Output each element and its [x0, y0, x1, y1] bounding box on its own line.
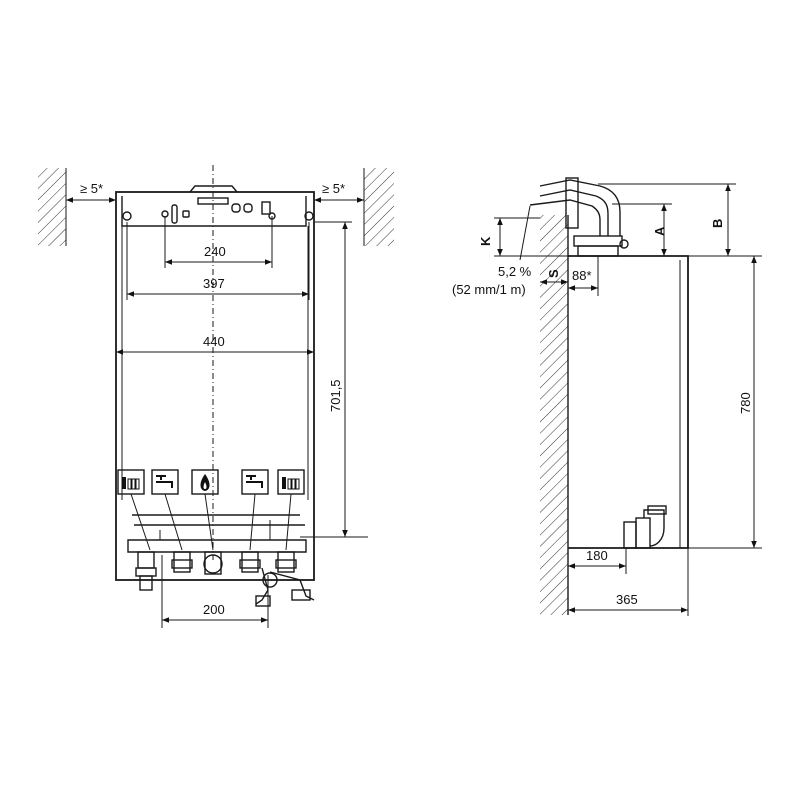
dim-88: 88* — [572, 268, 592, 283]
label-s: S — [546, 269, 561, 278]
cold-water-tap-icon — [246, 475, 263, 488]
slope-ratio: (52 mm/1 m) — [452, 282, 526, 297]
connection-symbols — [117, 469, 305, 551]
label-a: A — [652, 226, 667, 236]
boiler-body — [115, 191, 315, 581]
side-bottom-fitting — [623, 505, 667, 549]
slope-percent: 5,2 % — [498, 264, 532, 279]
boiler-side — [568, 255, 689, 549]
label-b: B — [710, 219, 725, 228]
front-view: ≥ 5* ≥ 5* 240 397 440 — [38, 165, 394, 628]
dim-180: 180 — [586, 548, 608, 563]
label-k: K — [478, 236, 493, 246]
right-clearance-label: ≥ 5* — [322, 181, 345, 196]
right-wall — [364, 168, 394, 246]
dim-701-5: 701,5 — [328, 379, 343, 412]
dim-240: 240 — [204, 244, 226, 259]
bottom-fittings — [127, 514, 315, 607]
gas-flame-icon — [200, 474, 210, 491]
dim-397: 397 — [203, 276, 225, 291]
hot-water-tap-icon — [156, 475, 173, 488]
left-wall — [38, 168, 66, 246]
radiator-icon — [122, 477, 140, 490]
dim-440: 440 — [203, 334, 225, 349]
side-view: K 5,2 % (52 mm/1 m) S 88* A B 780 180 — [452, 177, 762, 616]
dim-200: 200 — [203, 602, 225, 617]
left-clearance-label: ≥ 5* — [80, 181, 103, 196]
dim-365: 365 — [616, 592, 638, 607]
radiator-return-icon — [282, 477, 300, 490]
dim-780: 780 — [738, 392, 753, 414]
